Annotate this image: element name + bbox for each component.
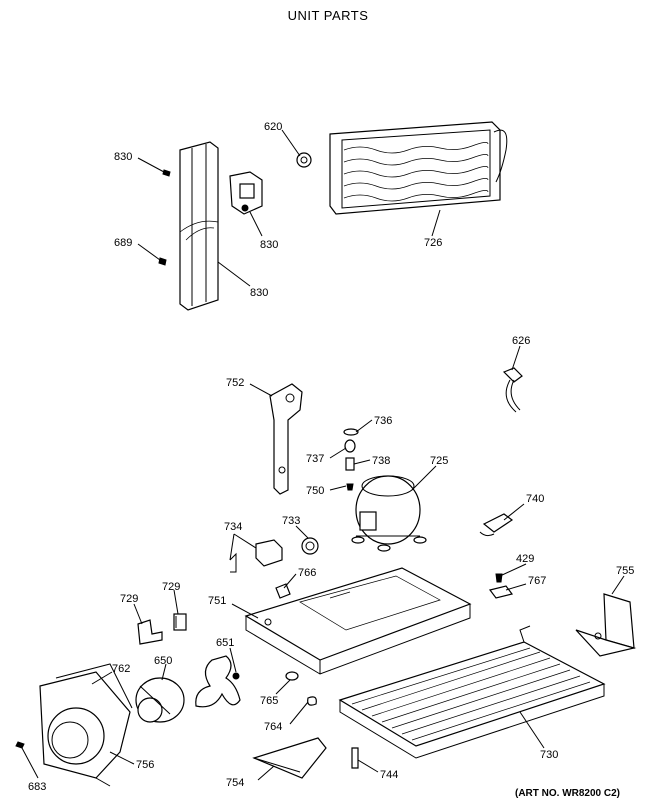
- callout-650: 650: [154, 655, 172, 667]
- thermostat-620-part[interactable]: [296, 152, 312, 168]
- callout-736: 736: [374, 415, 392, 427]
- callout-766: 766: [298, 567, 316, 579]
- callout-429: 429: [516, 553, 534, 565]
- power-cord-626-part[interactable]: [502, 367, 523, 413]
- clip-740-part[interactable]: [479, 513, 514, 537]
- callout-729-b: 729: [162, 581, 180, 593]
- grommet-737-part[interactable]: [344, 439, 356, 453]
- base-pan-751-part[interactable]: [244, 567, 472, 675]
- callout-740: 740: [526, 493, 544, 505]
- callout-683: 683: [28, 781, 46, 793]
- callout-830-c: 830: [250, 287, 268, 299]
- sleeve-738-part[interactable]: [345, 457, 355, 471]
- screw-830-part[interactable]: [162, 169, 171, 177]
- callout-830-a: 830: [114, 151, 132, 163]
- grommet-736-part[interactable]: [343, 428, 359, 436]
- overload-733-part[interactable]: [301, 537, 319, 555]
- callout-626: 626: [512, 335, 530, 347]
- fan-shroud-762-part[interactable]: [39, 663, 133, 787]
- clip-764-part[interactable]: [307, 696, 317, 706]
- relay-bracket-830-part[interactable]: [229, 171, 263, 215]
- callout-737: 737: [306, 453, 324, 465]
- art-number: (ART NO. WR8200 C2): [514, 788, 620, 799]
- callout-744: 744: [380, 769, 398, 781]
- callout-labels: 830 689 830 830 620 726 626 752 736 737 …: [28, 121, 634, 793]
- bracket-767-part[interactable]: [488, 585, 514, 599]
- tube-744-part[interactable]: [351, 747, 359, 769]
- callout-830-b: 830: [260, 239, 278, 251]
- callout-756: 756: [136, 759, 154, 771]
- grommet-765-part[interactable]: [285, 671, 299, 681]
- callout-689: 689: [114, 237, 132, 249]
- callout-751: 751: [208, 595, 226, 607]
- callout-762: 762: [112, 663, 130, 675]
- callout-733: 733: [282, 515, 300, 527]
- callout-752: 752: [226, 377, 244, 389]
- bracket-755-part[interactable]: [575, 593, 637, 657]
- callout-725: 725: [430, 455, 448, 467]
- callout-750: 750: [306, 485, 324, 497]
- drain-pan-754-part[interactable]: [252, 737, 327, 779]
- screw-683-part[interactable]: [15, 741, 25, 749]
- condenser-730-part[interactable]: [338, 625, 606, 759]
- screw-689-part[interactable]: [158, 257, 167, 266]
- compressor-bracket-752-part[interactable]: [269, 383, 303, 495]
- callout-755: 755: [616, 565, 634, 577]
- callout-620: 620: [264, 121, 282, 133]
- evaporator-726-part[interactable]: [329, 121, 508, 215]
- leader-lines: [21, 129, 625, 781]
- callout-764: 764: [264, 721, 282, 733]
- callout-651: 651: [216, 637, 234, 649]
- compressor-725-part[interactable]: [351, 475, 427, 552]
- diagram-title: UNIT PARTS: [287, 8, 369, 23]
- callout-734: 734: [224, 521, 242, 533]
- relay-734-part[interactable]: [229, 539, 283, 573]
- bracket-729-right-part[interactable]: [173, 613, 187, 631]
- clip-766-part[interactable]: [275, 583, 291, 599]
- clip-750-part[interactable]: [346, 483, 354, 491]
- callout-729-a: 729: [120, 593, 138, 605]
- callout-754: 754: [226, 777, 244, 789]
- callout-738: 738: [372, 455, 390, 467]
- side-channel-part[interactable]: [179, 141, 219, 311]
- callout-726: 726: [424, 237, 442, 249]
- callout-765: 765: [260, 695, 278, 707]
- bracket-729-left-part[interactable]: [137, 619, 163, 645]
- fan-blade-651-part[interactable]: [195, 655, 241, 708]
- fan-motor-650-part[interactable]: [135, 677, 185, 723]
- callout-730: 730: [540, 749, 558, 761]
- callout-767: 767: [528, 575, 546, 587]
